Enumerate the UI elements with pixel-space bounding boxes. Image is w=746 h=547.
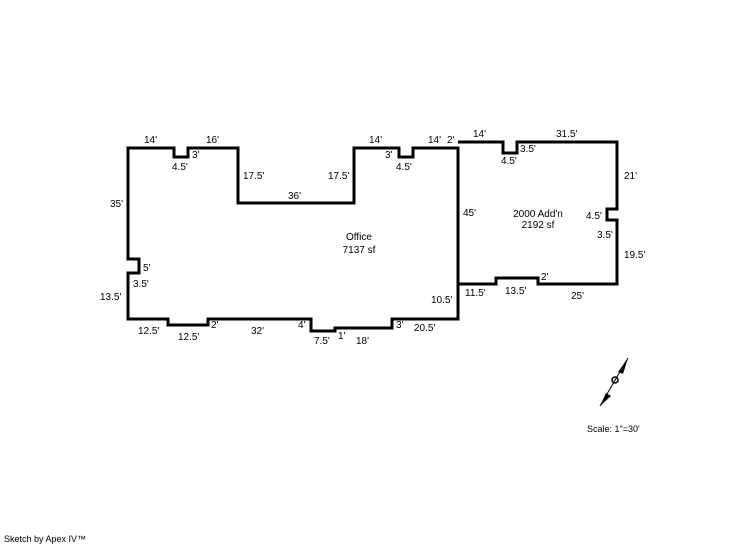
addition-area-label: 2192 sf	[522, 220, 555, 231]
dim-office-notch2-width: 4.5'	[396, 162, 412, 173]
office-area-label: 7137 sf	[343, 245, 376, 256]
dim-office-top-left: 14'	[144, 135, 157, 146]
addition-name-label: 2000 Add'n	[513, 209, 563, 220]
sketch-credit: Sketch by Apex IV™	[4, 534, 87, 544]
office-outline	[126, 146, 460, 333]
dim-office-left-upper: 35'	[110, 199, 123, 210]
dim-office-notch1-depth: 3'	[192, 150, 200, 161]
dim-office-top-mid-right: 14'	[369, 135, 382, 146]
dim-office-bottom-step4: 3'	[396, 320, 404, 331]
dim-office-bottom-step2: 4'	[298, 320, 306, 331]
dim-office-bottom-step3: 1'	[338, 331, 346, 342]
dim-office-left-notch-depth: 5'	[143, 263, 151, 274]
dim-add-bottom-left: 11.5'	[465, 288, 486, 299]
dim-shared-wall: 45'	[463, 208, 476, 219]
office-name-label: Office	[346, 232, 372, 243]
dim-office-bottom-3: 32'	[251, 326, 264, 337]
dim-add-right-notch-depth: 3.5'	[597, 230, 613, 241]
dim-office-left-notch-width: 3.5'	[133, 279, 149, 290]
dim-add-right-notch-width: 4.5'	[586, 211, 602, 222]
dim-office-bottom-6: 20.5'	[414, 323, 435, 334]
dim-add-notch-width: 4.5'	[501, 156, 517, 167]
dim-add-right-lower: 19.5'	[624, 250, 645, 261]
dim-office-inner-bottom: 36'	[288, 191, 301, 202]
dim-add-right-upper: 21'	[624, 171, 637, 182]
dim-add-top-right: 31.5'	[556, 129, 577, 140]
north-arrow-icon	[599, 357, 629, 407]
dim-office-inner-left: 17.5'	[243, 171, 264, 182]
dim-office-inner-right: 17.5'	[328, 171, 349, 182]
dim-office-notch1-width: 4.5'	[172, 162, 188, 173]
dim-add-bottom-right: 25'	[571, 291, 584, 302]
dim-office-bottom-step1: 2'	[211, 320, 219, 331]
addition-outline	[458, 140, 619, 286]
dim-office-top-right: 14'	[428, 135, 441, 146]
dim-add-notch-depth: 3.5'	[520, 144, 536, 155]
dim-office-bottom-2: 12.5'	[178, 332, 199, 343]
dim-add-bottom-mid: 13.5'	[505, 286, 526, 297]
dim-office-bottom-1: 12.5'	[138, 326, 159, 337]
dim-office-top-mid-left: 16'	[206, 135, 219, 146]
dim-add-top-left: 14'	[473, 129, 486, 140]
scale-label: Scale: 1"=30'	[587, 424, 640, 434]
dim-add-top-step: 2'	[447, 135, 455, 146]
dim-office-bottom-5: 18'	[356, 336, 369, 347]
dim-office-notch2-depth: 3'	[385, 150, 393, 161]
dim-office-left-lower: 13.5'	[100, 292, 121, 303]
dim-office-bottom-4: 7.5'	[314, 336, 330, 347]
dim-add-bottom-step: 2'	[541, 272, 549, 283]
dim-office-right-lower: 10.5'	[431, 295, 452, 306]
